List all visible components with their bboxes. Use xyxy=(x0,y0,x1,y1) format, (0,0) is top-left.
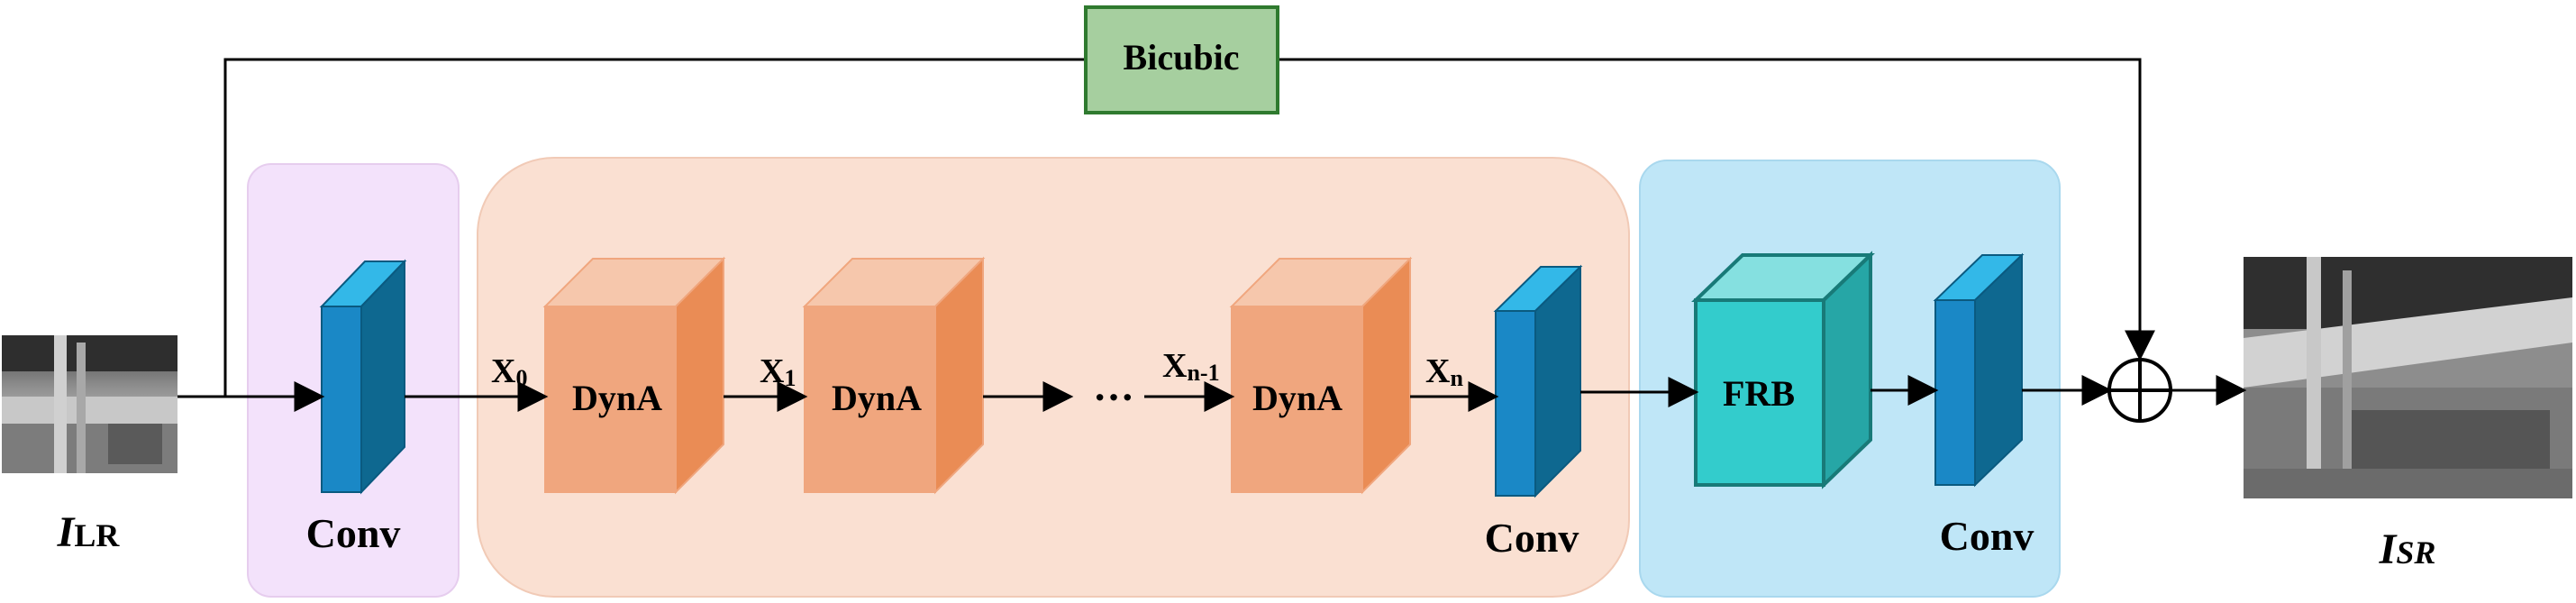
conv-block-3 xyxy=(1933,252,2025,488)
output-sr-image xyxy=(2244,257,2572,498)
bicubic-skip-line xyxy=(223,58,1086,397)
dyna-block-3 xyxy=(1229,256,1413,495)
dyna-block-1 xyxy=(542,256,726,495)
feature-label-x1: X1 xyxy=(760,352,796,391)
dyna-label-2: DynA xyxy=(832,378,922,418)
conv-block-2 xyxy=(1493,264,1583,498)
ellipsis: ··· xyxy=(1093,374,1134,420)
bicubic-box xyxy=(1084,5,1279,114)
conv-label-3: Conv xyxy=(1940,513,2034,559)
dyna-label-1: DynA xyxy=(572,378,662,418)
input-label: ILR xyxy=(57,508,121,556)
add-operator xyxy=(2107,358,2172,423)
conv-label-2: Conv xyxy=(1485,515,1579,561)
feature-label-x0: X0 xyxy=(491,352,527,391)
dyna-label-3: DynA xyxy=(1252,378,1343,418)
conv-label-1: Conv xyxy=(306,510,401,556)
feature-label-xn-1: Xn-1 xyxy=(1162,347,1220,386)
output-label: ISR xyxy=(2379,525,2436,573)
conv-block-1 xyxy=(319,259,407,495)
bicubic-label: Bicubic xyxy=(1124,37,1240,78)
dyna-block-2 xyxy=(802,256,986,495)
input-lr-image xyxy=(2,335,177,473)
feature-label-xn: Xn xyxy=(1425,352,1463,391)
frb-block xyxy=(1691,251,1875,489)
bicubic-output-line xyxy=(1278,58,2155,361)
frb-label: FRB xyxy=(1723,373,1795,414)
